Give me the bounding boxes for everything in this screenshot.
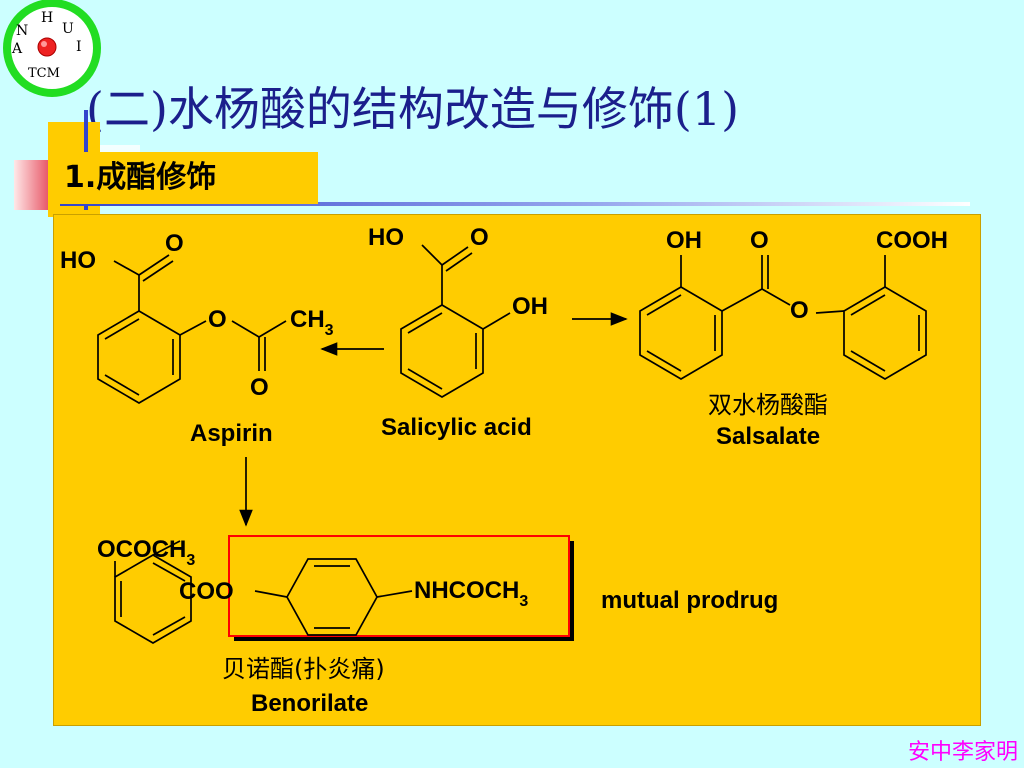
logo-letter-u: U	[62, 21, 74, 37]
benorilate-atom-coo: COO	[179, 578, 234, 605]
salsalate-atom-o-ester: O	[790, 297, 809, 324]
benorilate-atom-ococh3: OCOCH3	[97, 536, 195, 569]
salicylic-acid-name: Salicylic acid	[381, 414, 532, 441]
benorilate-name-cn: 贝诺酯(扑炎痛)	[222, 655, 385, 683]
aspirin-atom-o-ester: O	[208, 306, 227, 333]
acetaminophen-highlight-box	[228, 535, 570, 637]
salicylic-acid-atom-oh: OH	[512, 293, 548, 320]
author-credit: 安中李家明	[907, 740, 1018, 765]
salicylic-acid-atom-ho: HO	[368, 224, 404, 251]
benorilate-name: Benorilate	[251, 690, 368, 717]
aspirin-atom-o-carbonyl: O	[165, 230, 184, 257]
section-subtitle: 1.成酯修饰	[52, 152, 318, 204]
salicylic-acid-structure: HO O OH Salicylic acid	[368, 224, 548, 441]
salsalate-atom-o-carbonyl: O	[750, 227, 769, 254]
salsalate-name: Salsalate	[716, 423, 820, 450]
reaction-diagram-panel: HO O O CH3 O Aspirin HO O OH Salicylic a…	[53, 214, 981, 726]
reaction-diagram: HO O O CH3 O Aspirin HO O OH Salicylic a…	[60, 224, 948, 717]
red-sphere-icon	[37, 37, 57, 57]
slide-title: (二)水杨酸的结构改造与修饰(1)	[86, 82, 740, 136]
salsalate-name-cn: 双水杨酸酯	[708, 391, 828, 419]
benorilate-atom-nhcoch3: NHCOCH3	[414, 577, 528, 610]
salsalate-atom-cooh: COOH	[876, 227, 948, 254]
mutual-prodrug-label: mutual prodrug	[601, 587, 778, 614]
benorilate-structure: OCOCH3 COO NHCOCH3 贝诺酯(扑炎痛) Benorilate	[97, 535, 574, 717]
aspirin-atom-ch3: CH3	[290, 306, 334, 339]
aspirin-atom-o-acetyl: O	[250, 374, 269, 401]
aspirin-structure: HO O O CH3 O Aspirin	[60, 230, 334, 447]
logo-letter-a: A	[11, 41, 23, 57]
aspirin-atom-ho: HO	[60, 247, 96, 274]
logo-letter-n: N	[16, 23, 28, 39]
salicylic-acid-atom-o-carbonyl: O	[470, 224, 489, 251]
salsalate-atom-oh: OH	[666, 227, 702, 254]
logo-letter-i: I	[76, 39, 82, 55]
hui-tcm-logo: H U I N A TCM	[3, 0, 101, 97]
salsalate-structure: OH O O COOH 双水杨酸酯 Salsalate	[639, 227, 948, 450]
logo-text-tcm: TCM	[28, 66, 60, 81]
aspirin-name: Aspirin	[190, 420, 273, 447]
logo-letter-h: H	[41, 10, 53, 26]
